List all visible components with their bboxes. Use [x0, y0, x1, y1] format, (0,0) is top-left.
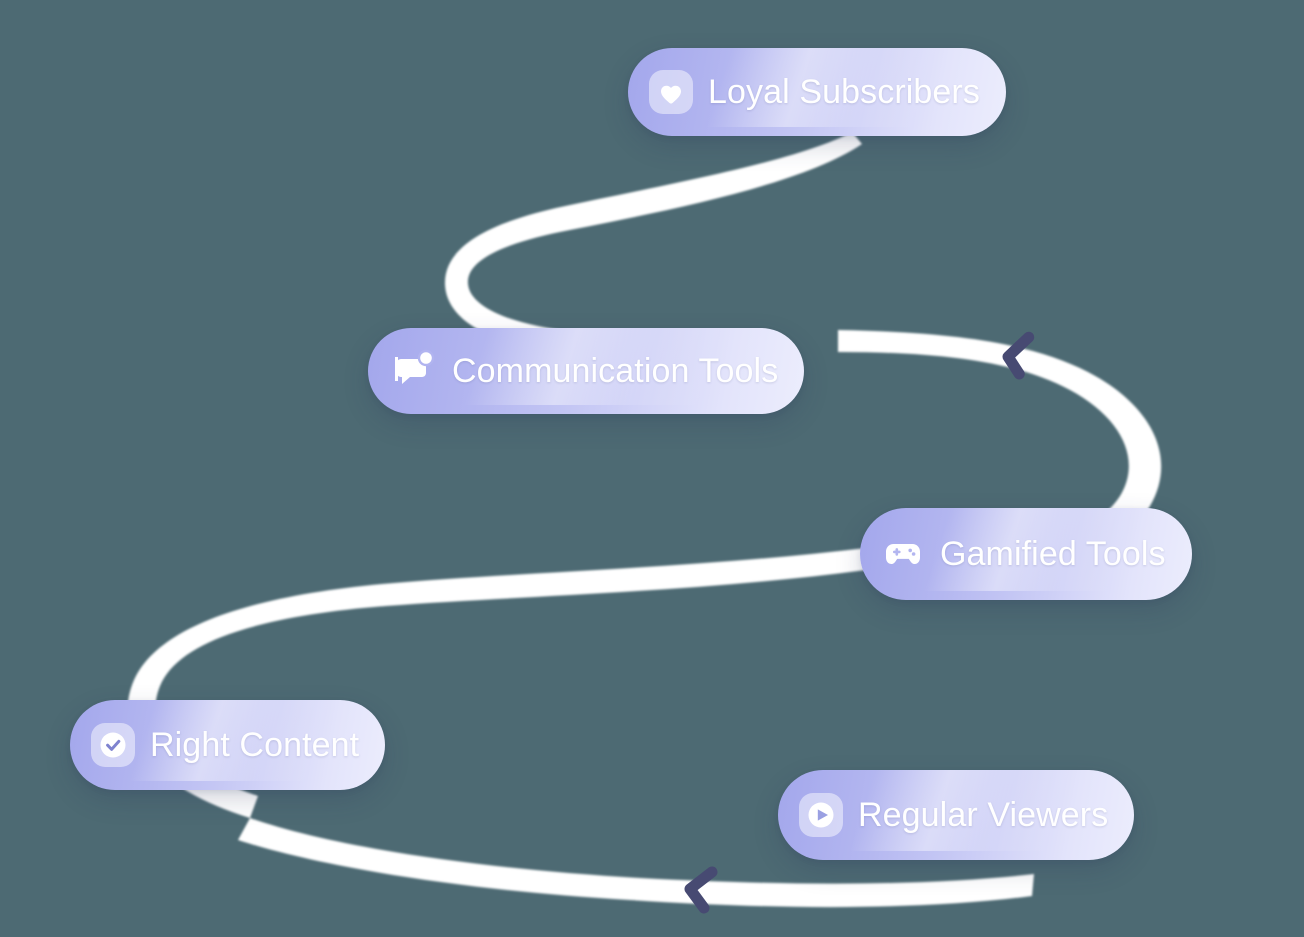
arrow-lower [684, 866, 718, 914]
node-loyal-subscribers[interactable]: Loyal Subscribers [628, 48, 1006, 136]
chat-bubbles-icon [388, 347, 438, 395]
heart-icon [648, 69, 694, 115]
node-right-content[interactable]: Right Content [70, 700, 386, 790]
arrow-upper [1002, 331, 1035, 380]
node-label: Gamified Tools [940, 535, 1166, 573]
node-communication-tools[interactable]: Communication Tools [368, 328, 805, 414]
gamepad-icon [880, 531, 926, 577]
node-gamified-tools[interactable]: Gamified Tools [860, 508, 1192, 600]
check-circle-icon [90, 722, 136, 768]
node-regular-viewers[interactable]: Regular Viewers [778, 770, 1135, 860]
play-circle-icon [798, 792, 844, 838]
node-label: Regular Viewers [858, 796, 1109, 834]
node-label: Communication Tools [452, 352, 779, 390]
node-label: Right Content [150, 726, 360, 764]
node-label: Loyal Subscribers [708, 73, 980, 111]
